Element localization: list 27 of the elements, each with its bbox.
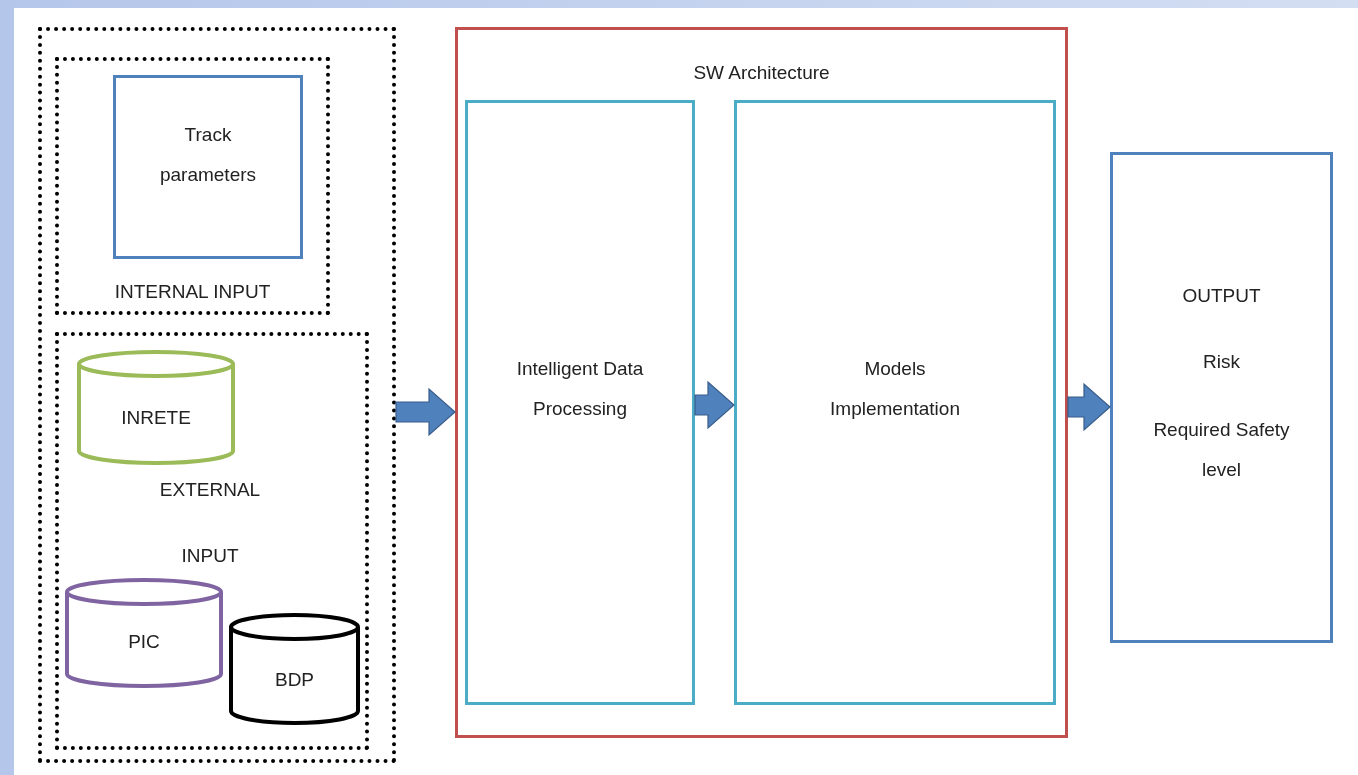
node-label: PIC bbox=[127, 630, 161, 654]
container-box bbox=[455, 27, 1068, 738]
node-label: Required Safety level bbox=[1152, 418, 1291, 482]
dotted-group-box bbox=[55, 332, 369, 750]
node-label: OUTPUT bbox=[1181, 284, 1262, 308]
node-label: SW Architecture bbox=[692, 61, 831, 85]
process-box bbox=[734, 100, 1056, 705]
dotted-group-box bbox=[55, 57, 330, 315]
output-box bbox=[1110, 152, 1333, 643]
node-label: Models Implementation bbox=[829, 357, 961, 421]
node-label: EXTERNAL bbox=[158, 478, 262, 502]
database-cylinder bbox=[65, 578, 223, 688]
node-label: INTERNAL INPUT bbox=[113, 280, 272, 304]
node-label: Intelligent Data Processing bbox=[515, 357, 645, 421]
block-arrow bbox=[694, 380, 735, 430]
node-label: INPUT bbox=[180, 544, 240, 568]
process-box bbox=[465, 100, 695, 705]
block-arrow bbox=[395, 387, 456, 437]
process-box bbox=[113, 75, 303, 259]
node-label: INRETE bbox=[120, 406, 192, 430]
node-label: Track parameters bbox=[158, 123, 258, 187]
database-cylinder bbox=[77, 350, 235, 465]
node-label: Risk bbox=[1202, 350, 1241, 374]
node-label: BDP bbox=[273, 668, 316, 692]
block-arrow bbox=[1067, 382, 1111, 432]
database-cylinder bbox=[229, 613, 360, 725]
dotted-group-box bbox=[38, 27, 396, 763]
